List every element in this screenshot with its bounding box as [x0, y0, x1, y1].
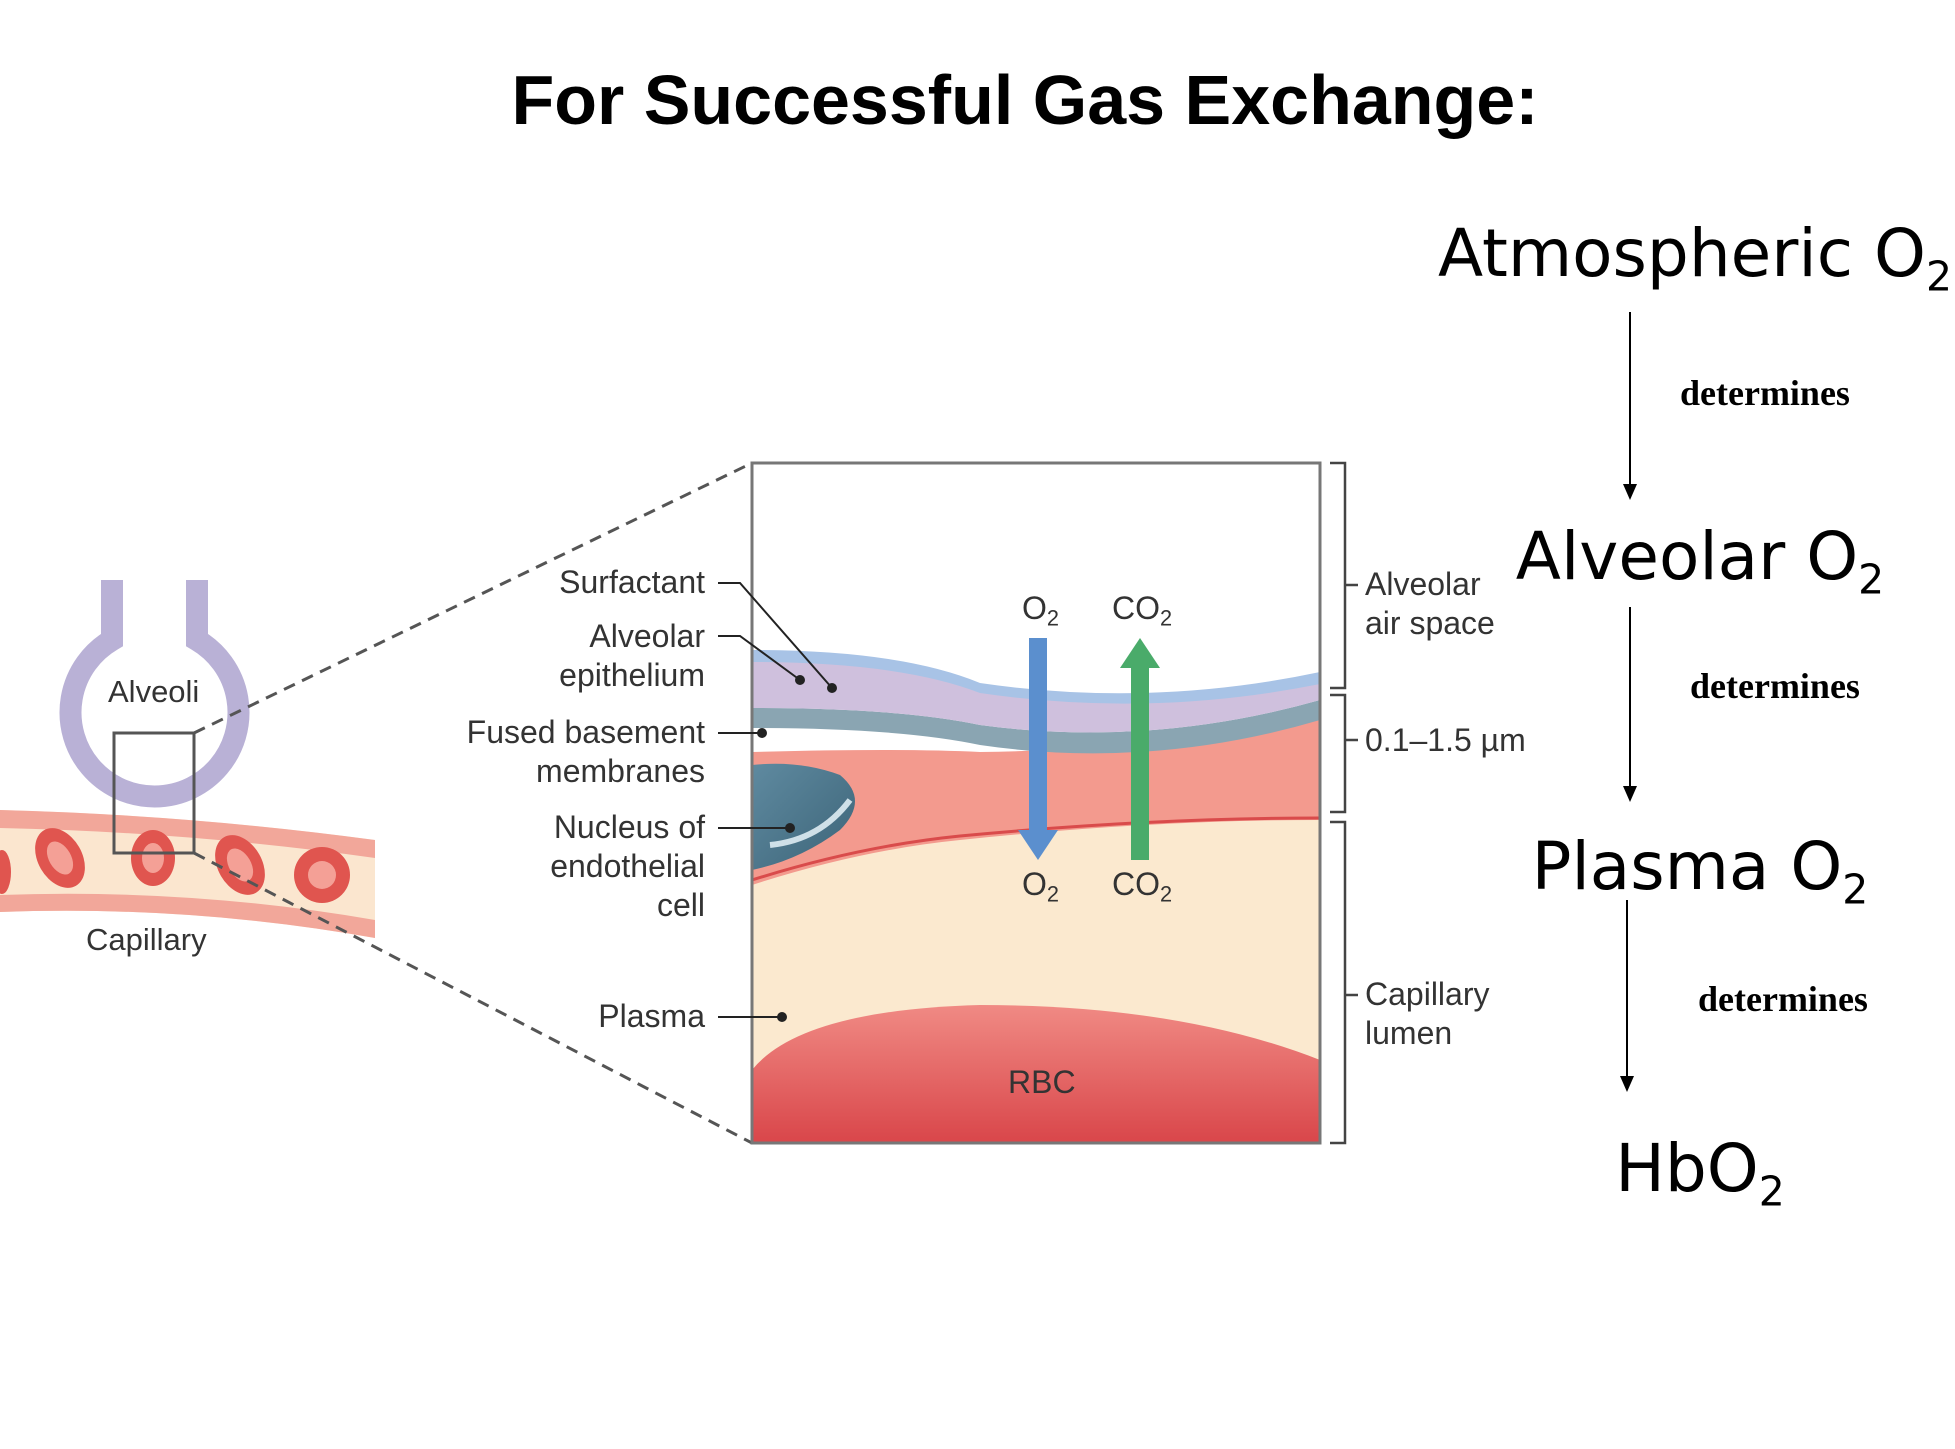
co2-bottom-label: CO2: [1112, 866, 1173, 907]
determines-label-2: determines: [1690, 666, 1860, 706]
plasma-o2: Plasma O2: [1531, 828, 1869, 914]
alveoli-label: Alveoli: [108, 674, 200, 709]
alveolar-o2: Alveolar O2: [1515, 518, 1885, 604]
co2-arrow: [1120, 638, 1160, 860]
plasma-label: Plasma: [598, 998, 705, 1034]
overview-rbcs: [0, 828, 350, 903]
o2-top-label: O2: [1022, 590, 1059, 631]
alveolus-shape: [59, 580, 250, 808]
co2-top-label: CO2: [1112, 590, 1173, 631]
fused-basement-membranes-label: Fused basement membranes: [466, 714, 705, 789]
o2-arrow: [1018, 638, 1058, 860]
hbo2: HbO2: [1615, 1130, 1785, 1216]
scale-brackets: [1330, 461, 1358, 1145]
leader-lines: [718, 582, 833, 1018]
capillary-lumen-label: Capillary lumen: [1365, 976, 1490, 1051]
determines-label-1: determines: [1680, 373, 1850, 413]
flow-arrowheads: [1620, 484, 1637, 1092]
o2-bottom-label: O2: [1022, 866, 1059, 907]
rbc-label: RBC: [1008, 1064, 1076, 1100]
magnification-box: [112, 731, 196, 855]
membrane-thickness-label: 0.1–1.5 µm: [1365, 722, 1526, 758]
alveolar-epithelium-label: Alveolar epithelium: [559, 618, 705, 693]
alveolar-air-space-label: Alveolar air space: [1365, 566, 1495, 641]
atmospheric-o2: Atmospheric O2: [1438, 215, 1952, 301]
capillary-vessel: [0, 810, 375, 938]
determines-label-3: determines: [1698, 979, 1868, 1019]
endothelial-nucleus-label: Nucleus of endothelial cell: [550, 809, 705, 923]
flow-arrows: [1626, 312, 1631, 1080]
surfactant-label: Surfactant: [559, 564, 705, 600]
slide-title: For Successful Gas Exchange:: [511, 61, 1539, 139]
capillary-label: Capillary: [86, 922, 207, 957]
leader-dots: [757, 675, 837, 1022]
